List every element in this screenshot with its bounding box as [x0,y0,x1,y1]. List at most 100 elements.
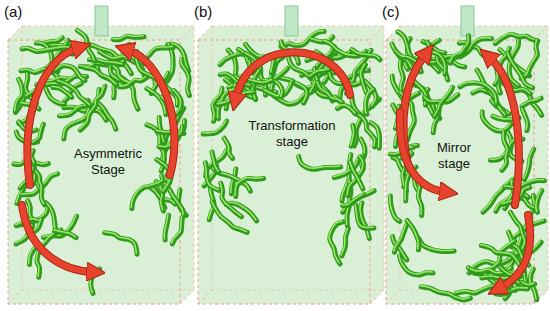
vortex-highlight [104,232,137,253]
vortex-tube [164,214,168,240]
vortex-tube [119,75,149,87]
stage-label: Asymmetric Stage [66,146,150,177]
vortex-body [46,203,56,232]
flow-arrow-outline [490,58,519,205]
vortex-highlight [98,103,115,128]
vortex-tube [355,205,374,229]
vortex-tube [211,151,219,172]
vortex-body [348,157,364,196]
vortex-body [105,233,138,254]
vortex-highlight [202,120,225,133]
vortex-highlight [341,228,348,255]
vortex-highlight [296,82,307,102]
vortex-tube [507,53,532,88]
flow-arrows [22,48,530,288]
vortex-body [132,181,163,209]
vortex-highlight [54,230,76,237]
vortex-highlight [220,182,241,215]
vortex-tube [350,124,354,146]
vortex-highlight [365,89,373,114]
vortex-body [522,98,541,106]
vortex-tube [399,255,433,275]
vortex-body [419,239,454,252]
vortex-highlight [211,151,218,171]
vortex-tube [131,180,163,209]
vortex-highlight [394,224,406,251]
vortex-tube [536,190,542,213]
vortex-body [338,106,356,114]
vortex-tube [54,230,76,238]
vortex-tube [521,97,541,106]
vortex-tube [365,89,374,115]
flow-arrow [22,205,92,272]
back-edge [22,26,194,290]
vortex-tube [347,156,363,196]
vortex-tube [235,177,264,196]
vortex-tube [104,232,137,254]
vortex-tube [45,202,56,232]
stage-label: Transformation stage [240,118,344,149]
vortex-body [299,157,341,170]
vortex-highlight [360,202,369,237]
vortex-body [59,106,83,116]
flow-arrow-outline [500,215,530,288]
vortex-tube [406,219,419,249]
vortex-body [120,76,149,87]
vortex-body [390,196,399,221]
vortex-highlight [397,31,414,70]
nozzle [285,6,298,36]
mold-volume [8,26,194,304]
vortex-body [342,229,349,256]
mold-boxes [8,6,548,304]
vortex-tube [354,112,376,147]
vortex-tube [350,161,363,189]
vortex-body [521,41,537,79]
vortex-body [172,218,182,244]
vortex-body [350,162,362,189]
vortex-highlight [459,82,496,103]
vortex-tube [418,186,422,216]
vortex-body [114,36,145,39]
front-edge [8,40,180,304]
vortex-tube [202,120,226,134]
vortex-highlight [119,75,148,86]
vortex-body [371,123,380,148]
vortex-tube [298,156,341,170]
vortex-body [450,36,468,63]
vortex-highlight [235,177,263,195]
flow-arrow [27,48,78,185]
vortex-body [203,121,226,134]
vortex-tube [220,182,242,216]
vortex-tube [360,64,366,93]
vortex-body [80,86,105,130]
vortex-tube [433,52,446,74]
flow-arrow [500,215,530,288]
vortex-body [53,88,72,98]
flow-arrow-outline [22,205,92,272]
mold-volume [198,26,384,304]
vortex-tube [79,85,105,130]
vortex-highlight [418,238,453,251]
vortex-highlight [84,67,116,84]
vortex-highlight [449,35,467,62]
vortex-body [419,187,422,216]
vortex-body [495,34,537,43]
panel-letter: (c) [382,4,400,21]
vortex-body [413,80,427,105]
vortex-tube [394,224,407,252]
panel-letter: (b) [194,4,212,21]
vortex-tube [495,33,538,43]
vortex-tube [310,69,330,77]
vortex-tube [522,109,528,131]
vortex-tube [223,137,232,158]
depth-edge [8,26,194,304]
vortex-highlight [495,33,537,42]
vortex-body [523,110,528,131]
vortex-tube [524,148,534,179]
vortex-highlight [521,97,540,105]
vortex-body [55,231,77,238]
vortex-body [361,203,370,238]
vortex-body [224,138,232,158]
vortex-body [212,152,219,172]
